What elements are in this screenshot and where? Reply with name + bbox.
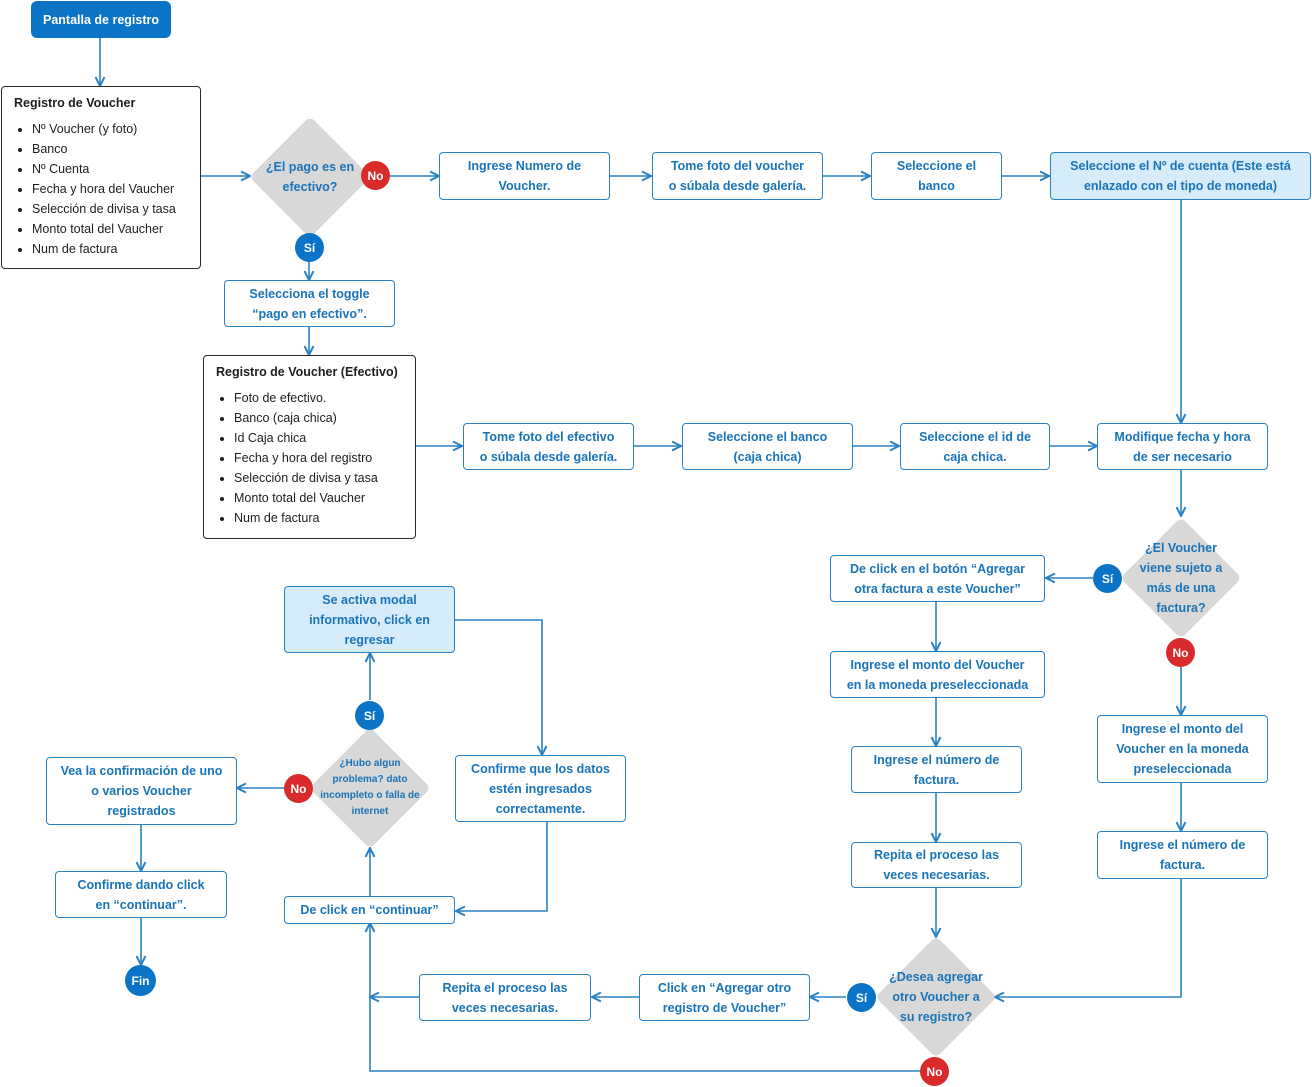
- step-label: Confirme dando click en “continuar”.: [77, 877, 205, 912]
- decision-label: ¿Hubo algun problema? dato incompleto o …: [320, 758, 420, 817]
- step-label: Ingrese Numero de Voucher.: [467, 159, 582, 193]
- step-label: Click en “Agregar otro registro de Vouch…: [657, 980, 792, 1015]
- step-confirmacion-voucher: Vea la confirmación de uno o varios Vouc…: [46, 757, 237, 825]
- step-label: Seleccione el banco: [896, 159, 977, 193]
- step-label: Ingrese el número de factura.: [873, 752, 1000, 787]
- step-agregar-factura: De click en el botón “Agregar otra factu…: [830, 555, 1045, 602]
- step-foto-voucher: Tome foto del voucher o súbala desde gal…: [652, 152, 823, 200]
- list-item: Monto total del Vaucher: [234, 488, 403, 508]
- step-label: Ingrese el número de factura.: [1119, 838, 1246, 872]
- info-box-title: Registro de Voucher: [14, 96, 136, 110]
- step-monto-voucher-a: Ingrese el monto del Voucher en la moned…: [830, 651, 1045, 698]
- step-seleccione-cuenta: Seleccione el Nº de cuenta (Este está en…: [1050, 152, 1311, 200]
- step-monto-voucher-b: Ingrese el monto del Voucher en la moned…: [1097, 715, 1268, 783]
- decision-label: ¿Desea agregar otro Voucher a su registr…: [889, 970, 983, 1024]
- connector: [456, 822, 548, 911]
- no-badge: No: [284, 774, 313, 803]
- info-box-voucher: Registro de Voucher Nº Voucher (y foto) …: [1, 86, 201, 269]
- info-box-list: Nº Voucher (y foto) Banco Nº Cuenta Fech…: [14, 119, 188, 259]
- step-confirme-datos: Confirme que los datos estén ingresados …: [455, 755, 626, 822]
- list-item: Banco: [32, 139, 188, 159]
- decision-problema: ¿Hubo algun problema? dato incompleto o …: [309, 727, 431, 849]
- step-label: Modifique fecha y hora de ser necesario: [1114, 429, 1251, 464]
- end-node: Fin: [125, 965, 156, 996]
- step-label: Repita el proceso las veces necesarias.: [442, 980, 568, 1015]
- list-item: Num de factura: [32, 239, 188, 259]
- decision-multi-factura: ¿El Voucher viene sujeto a más de una fa…: [1120, 517, 1242, 639]
- step-modifique-fecha: Modifique fecha y hora de ser necesario: [1097, 423, 1268, 470]
- step-label: Vea la confirmación de uno o varios Vouc…: [60, 764, 223, 818]
- list-item: Banco (caja chica): [234, 408, 403, 428]
- step-modal-informativo: Se activa modal informativo, click en re…: [284, 586, 455, 653]
- list-item: Nº Voucher (y foto): [32, 119, 188, 139]
- step-label: Tome foto del voucher o súbala desde gal…: [668, 159, 807, 193]
- no-badge: No: [361, 161, 390, 190]
- decision-label: ¿El Voucher viene sujeto a más de una fa…: [1139, 541, 1223, 615]
- step-ingrese-numero-voucher: Ingrese Numero de Voucher.: [439, 152, 610, 200]
- connector: [370, 923, 921, 1072]
- connector: [995, 879, 1182, 997]
- yes-badge: Sí: [1093, 564, 1122, 593]
- list-item: Nº Cuenta: [32, 159, 188, 179]
- yes-badge: Sí: [295, 233, 324, 262]
- step-numero-factura-b: Ingrese el número de factura.: [1097, 831, 1268, 879]
- list-item: Selección de divisa y tasa: [234, 468, 403, 488]
- start-node: Pantalla de registro: [31, 1, 171, 38]
- step-numero-factura-a: Ingrese el número de factura.: [851, 746, 1022, 793]
- connector: [455, 619, 542, 755]
- step-label: Seleccione el Nº de cuenta (Este está en…: [1070, 159, 1291, 193]
- no-badge: No: [1166, 638, 1195, 667]
- list-item: Foto de efectivo.: [234, 388, 403, 408]
- list-item: Fecha y hora del Vaucher: [32, 179, 188, 199]
- step-click-agregar-otro: Click en “Agregar otro registro de Vouch…: [639, 974, 810, 1021]
- step-seleccione-banco: Seleccione el banco: [871, 152, 1002, 200]
- start-label: Pantalla de registro: [42, 12, 159, 27]
- list-item: Fecha y hora del registro: [234, 448, 403, 468]
- list-item: Num de factura: [234, 508, 403, 528]
- step-label: Confirme que los datos estén ingresados …: [471, 761, 610, 816]
- step-repita-proceso-a: Repita el proceso las veces necesarias.: [851, 842, 1022, 888]
- step-toggle-efectivo: Selecciona el toggle “pago en efectivo”.: [224, 280, 395, 327]
- info-box-efectivo: Registro de Voucher (Efectivo) Foto de e…: [203, 355, 416, 539]
- step-label: De click en el botón “Agregar otra factu…: [849, 561, 1026, 596]
- step-label: Ingrese el monto del Voucher en la moned…: [846, 657, 1029, 692]
- list-item: Monto total del Vaucher: [32, 219, 188, 239]
- yes-badge: Sí: [847, 983, 876, 1012]
- step-confirme-continuar: Confirme dando click en “continuar”.: [55, 871, 227, 918]
- step-label: Repita el proceso las veces necesarias.: [873, 848, 1000, 882]
- step-label: Seleccione el id de caja chica.: [919, 429, 1031, 464]
- decision-otro-voucher: ¿Desea agregar otro Voucher a su registr…: [875, 936, 997, 1058]
- step-label: Selecciona el toggle “pago en efectivo”.: [249, 286, 370, 321]
- step-label: Tome foto del efectivo o súbala desde ga…: [479, 429, 618, 464]
- step-label: Se activa modal informativo, click en re…: [309, 592, 430, 647]
- info-box-list: Foto de efectivo. Banco (caja chica) Id …: [216, 388, 403, 528]
- list-item: Selección de divisa y tasa: [32, 199, 188, 219]
- decision-efectivo: ¿El pago es en efectivo?: [249, 116, 371, 238]
- step-label: De click en “continuar”: [300, 903, 439, 917]
- list-item: Id Caja chica: [234, 428, 403, 448]
- step-id-caja-chica: Seleccione el id de caja chica.: [900, 423, 1050, 470]
- step-click-continuar: De click en “continuar”: [284, 896, 455, 924]
- info-box-title: Registro de Voucher (Efectivo): [216, 365, 398, 379]
- step-foto-efectivo: Tome foto del efectivo o súbala desde ga…: [463, 423, 634, 470]
- yes-badge: Sí: [355, 701, 384, 730]
- step-label: Seleccione el banco (caja chica): [707, 429, 828, 464]
- step-repita-proceso-b: Repita el proceso las veces necesarias.: [419, 974, 591, 1021]
- decision-label: ¿El pago es en efectivo?: [265, 160, 355, 194]
- step-banco-caja-chica: Seleccione el banco (caja chica): [682, 423, 853, 470]
- no-badge: No: [920, 1057, 949, 1086]
- step-label: Ingrese el monto del Voucher en la moned…: [1116, 722, 1249, 776]
